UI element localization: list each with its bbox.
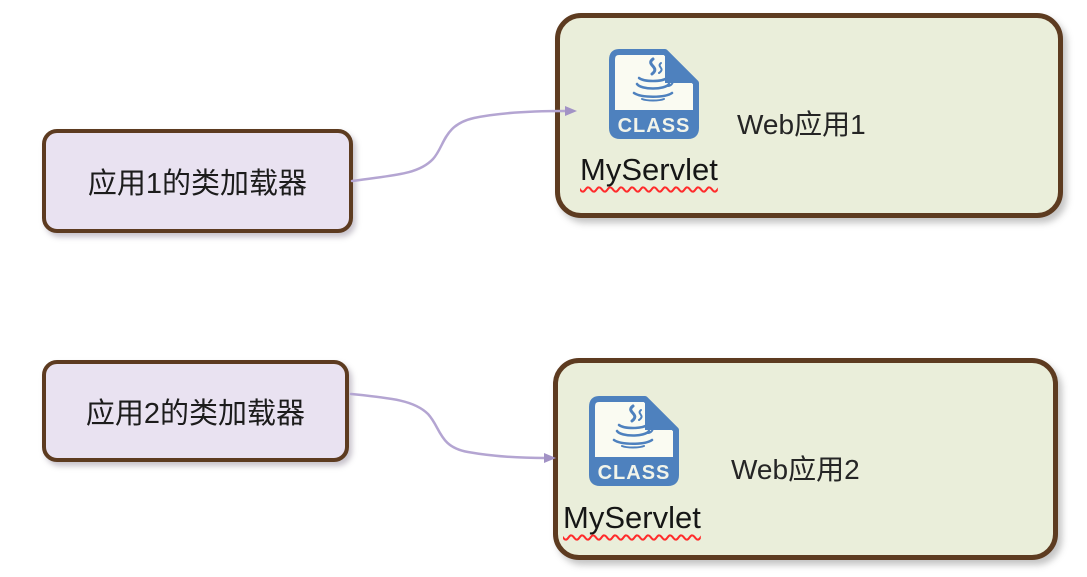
app1-servlet-name: MyServlet: [580, 152, 718, 187]
web-app1-box: CLASS Web应用1 MyServlet: [555, 13, 1063, 218]
connector-arrow-loader1-to-app1: [350, 106, 577, 183]
app1-classloader-box: 应用1的类加载器: [42, 129, 353, 233]
web-app1-title: Web应用1: [737, 109, 866, 140]
app2-classloader-label: 应用2的类加载器: [85, 398, 306, 430]
java-cup-logo-icon: [632, 57, 674, 102]
app1-classloader-label: 应用1的类加载器: [87, 168, 308, 200]
java-class-file-icon: CLASS: [589, 396, 679, 486]
class-icon-label: CLASS: [598, 462, 671, 484]
app2-servlet-name: MyServlet: [563, 500, 701, 535]
app2-classloader-box: 应用2的类加载器: [42, 360, 349, 462]
web-app2-title: Web应用2: [731, 454, 860, 485]
class-icon-label: CLASS: [618, 115, 691, 137]
connector-arrow-loader2-to-app2: [349, 392, 556, 463]
java-class-file-icon: CLASS: [609, 49, 699, 139]
class-band: [612, 110, 696, 136]
folded-corner: [665, 52, 696, 83]
web-app2-box: CLASS Web应用2 MyServlet: [553, 358, 1058, 560]
folded-corner: [645, 399, 676, 430]
java-cup-logo-icon: [612, 404, 654, 449]
class-band: [592, 457, 676, 483]
